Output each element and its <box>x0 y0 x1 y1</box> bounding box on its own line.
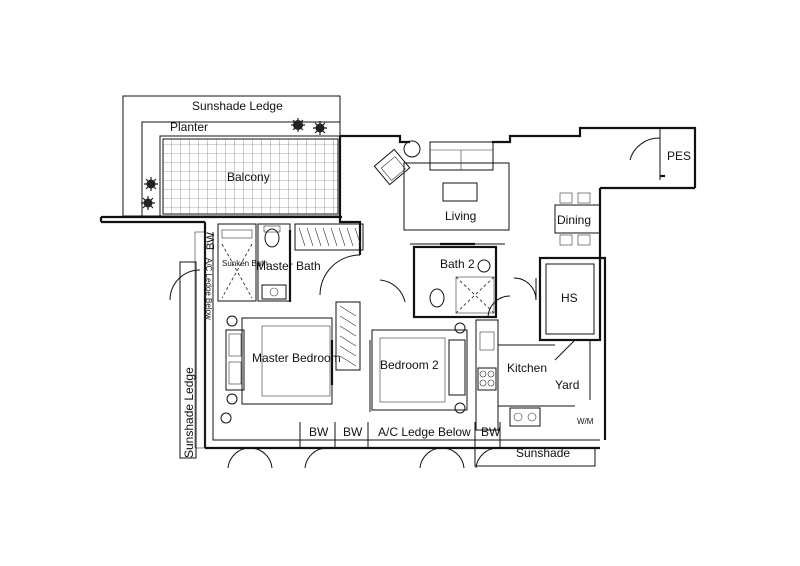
lamp-icon <box>454 322 466 334</box>
dining-table-icon <box>554 192 601 246</box>
sofa-icon <box>429 141 494 171</box>
plant-icon <box>144 177 158 191</box>
wardrobe-master <box>294 223 364 251</box>
toilet-icon <box>264 228 280 248</box>
wardrobe-bedroom-2 <box>335 301 361 371</box>
side-table-icon <box>403 140 421 158</box>
label-pes: PES <box>667 149 691 163</box>
ac-ledge-left <box>194 231 206 449</box>
label-sunshade-ledge-left: Sunshade Ledge <box>182 367 196 458</box>
label-sunshade-bottom: Sunshade <box>516 446 570 460</box>
bath-2 <box>412 245 498 319</box>
label-master-bedroom: Master Bedroom <box>252 351 341 365</box>
label-bath-2: Bath 2 <box>440 257 475 271</box>
label-bw-3: BW <box>481 425 501 439</box>
label-bw-1: BW <box>309 425 329 439</box>
balcony-railing <box>99 215 342 224</box>
sink-icon <box>477 259 491 273</box>
label-bedroom-2: Bedroom 2 <box>380 358 439 372</box>
label-planter: Planter <box>170 120 208 134</box>
armchair-icon <box>373 148 411 186</box>
label-master-bath: Master Bath <box>256 259 321 273</box>
household-shelter <box>513 256 602 342</box>
label-living: Living <box>445 209 476 223</box>
ac-ledge-bottom <box>299 422 501 466</box>
kitchen <box>475 319 591 431</box>
bed-icon <box>371 329 468 411</box>
sunshade-bottom <box>474 447 596 467</box>
sink-icon <box>509 407 541 427</box>
label-sunken-bath: Sunken Bath <box>222 259 268 268</box>
plant-icon <box>141 196 155 210</box>
planter <box>141 121 340 216</box>
label-yard: Yard <box>555 378 579 392</box>
bedroom-2 <box>369 322 468 414</box>
lamp-icon <box>226 393 238 405</box>
label-kitchen: Kitchen <box>507 361 547 375</box>
sink-icon <box>261 284 287 300</box>
label-bw-2: BW <box>343 425 363 439</box>
plant-icon <box>313 121 327 135</box>
label-bw-upper: BW <box>205 232 217 250</box>
label-dining: Dining <box>557 213 591 227</box>
balcony-floor <box>162 138 339 215</box>
sunshade-ledge-left <box>179 261 197 459</box>
master-bedroom <box>220 315 334 424</box>
label-ac-ledge-below: A/C Ledge Below <box>378 425 471 439</box>
stove-icon <box>477 367 497 391</box>
lamp-icon <box>226 315 238 327</box>
label-sunshade-ledge-top: Sunshade Ledge <box>192 99 283 113</box>
master-bath <box>217 223 292 302</box>
lamp-icon <box>454 402 466 414</box>
living-area <box>373 140 510 246</box>
label-hs: HS <box>561 291 578 305</box>
plant-icon <box>291 118 305 132</box>
pes-door <box>629 128 665 180</box>
label-ac-ledge-below-vertical: A/C Ledge Below <box>204 258 213 320</box>
label-balcony: Balcony <box>227 170 270 184</box>
toilet-icon <box>429 288 445 308</box>
label-wm: W/M <box>577 417 594 426</box>
